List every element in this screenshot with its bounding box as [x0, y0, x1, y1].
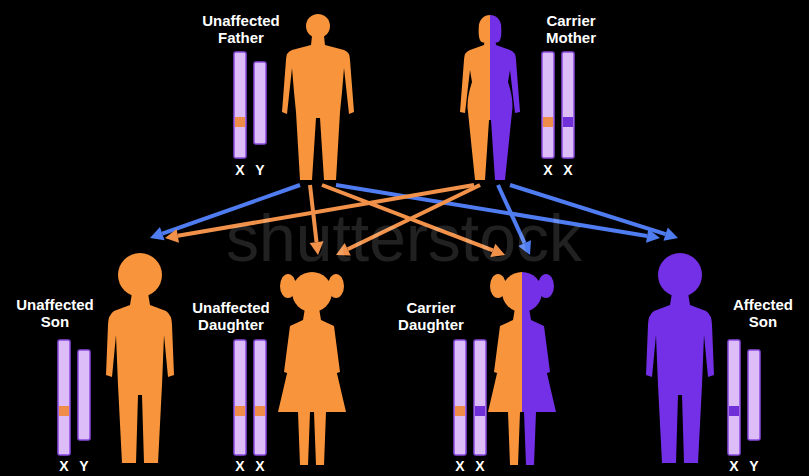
person-label: Unaffected Father [195, 12, 287, 46]
daughter-figure [278, 272, 346, 465]
affected-son-figure [646, 253, 714, 463]
person-label: Affected Son [722, 296, 804, 330]
person-group: Unaffected Daughter [188, 255, 358, 470]
carrier-daughter-figure [488, 272, 556, 465]
chromosome-letter: X [255, 459, 264, 473]
person-group: Carrier Mother [450, 8, 608, 185]
chromosome-letter: X [455, 459, 464, 473]
son-figure [106, 253, 174, 463]
chromosome-letter: X [235, 459, 244, 473]
person-group: Affected Son [600, 238, 806, 470]
chromosome-letter: Y [255, 163, 264, 177]
person-label: Unaffected Son [8, 296, 102, 330]
chromosome-letter: X [59, 459, 68, 473]
chromosomes [58, 52, 760, 455]
chromosome-letter: Y [749, 459, 758, 473]
mother-figure [460, 15, 520, 180]
person-group: Carrier Daughter [396, 255, 566, 470]
watermark: shutterstock [226, 205, 582, 271]
chromosome-letter: X [543, 163, 552, 177]
person-label: Carrier Daughter [396, 299, 466, 333]
chromosome-letter: Y [79, 459, 88, 473]
person-label: Unaffected Daughter [188, 299, 274, 333]
gene-bands [59, 117, 739, 416]
person-label: Carrier Mother [536, 12, 606, 46]
person-group: Unaffected Son [8, 238, 190, 470]
father-figure [282, 14, 354, 180]
person-group: Unaffected Father [195, 8, 365, 185]
chromosome-letter: X [475, 459, 484, 473]
chromosome-letter: X [563, 163, 572, 177]
chromosome-letter: X [729, 459, 738, 473]
chromosome-letter: X [235, 163, 244, 177]
